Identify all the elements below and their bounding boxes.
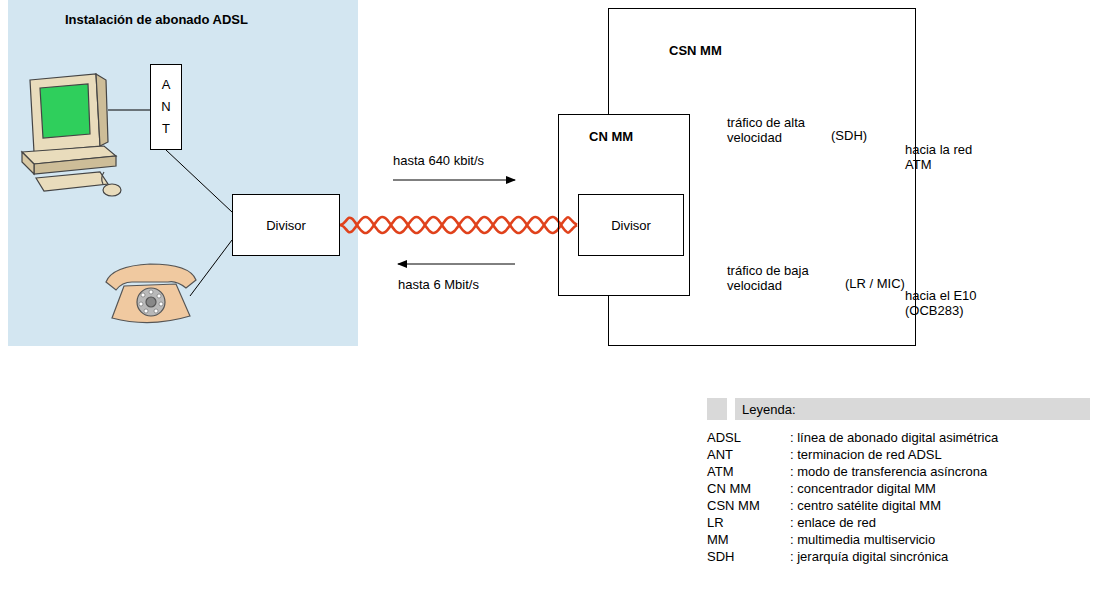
legend-definition: : concentrador digital MM bbox=[790, 481, 936, 496]
legend-definition: : enlace de red bbox=[790, 515, 876, 530]
legend-abbreviation: CN MM bbox=[707, 481, 751, 496]
box-heading: CN MM bbox=[589, 129, 633, 144]
interface-label: (SDH) bbox=[831, 128, 867, 143]
computer-illustration bbox=[22, 74, 121, 196]
box-label: Divisor bbox=[611, 218, 651, 233]
downstream-arrow bbox=[398, 264, 515, 265]
upstream-arrow bbox=[393, 180, 515, 181]
legend-heading: Leyenda: bbox=[742, 402, 796, 417]
box-label: Divisor bbox=[266, 218, 306, 233]
rate-label: hasta 6 Mbit/s bbox=[398, 277, 479, 292]
telephone-illustration bbox=[106, 264, 196, 323]
legend-bar bbox=[735, 398, 1090, 420]
satellite-centre-box: DivisorCN MMCSN MM bbox=[608, 8, 916, 346]
interface-label: (LR / MIC) bbox=[845, 276, 905, 291]
twisted-pair bbox=[340, 217, 577, 233]
legend-definition: : terminacion de red ADSL bbox=[790, 447, 942, 462]
box-heading: CSN MM bbox=[669, 43, 722, 58]
legend-abbreviation: ADSL bbox=[707, 430, 741, 445]
splitter-box: Divisor bbox=[232, 194, 340, 256]
legend-definition: : jerarquía digital sincrónica bbox=[790, 549, 948, 564]
terminal-box: A N T bbox=[150, 64, 182, 150]
legend-definition: : multimedia multiservicio bbox=[790, 532, 935, 547]
traffic-label: tráfico de alta velocidad bbox=[727, 115, 827, 145]
legend-abbreviation: CSN MM bbox=[707, 498, 760, 513]
subscriber-panel-fill bbox=[8, 0, 358, 346]
legend-tab bbox=[707, 398, 727, 420]
destination-label: hacia la red ATM bbox=[905, 142, 985, 172]
destination-label: hacia el E10 (OCB283) bbox=[905, 288, 995, 318]
traffic-label: tráfico de baja velocidad bbox=[727, 263, 827, 293]
legend-abbreviation: SDH bbox=[707, 549, 734, 564]
rate-label: hasta 640 kbit/s bbox=[393, 153, 484, 168]
legend-abbreviation: MM bbox=[707, 532, 729, 547]
telephone-wire bbox=[190, 240, 232, 296]
splitter-box: Divisor bbox=[578, 194, 684, 256]
wire bbox=[166, 150, 232, 212]
site-panel: A N T Divisor Instalación de abonado ADSL bbox=[8, 0, 358, 346]
legend-definition: : línea de abonado digital asimétrica bbox=[790, 430, 998, 445]
concentrator-box: Divisor CN MM bbox=[558, 114, 690, 296]
legend-abbreviation: LR bbox=[707, 515, 724, 530]
legend-abbreviation: ATM bbox=[707, 464, 733, 479]
computer-wire bbox=[108, 110, 150, 111]
legend-abbreviation: ANT bbox=[707, 447, 733, 462]
legend-definition: : centro satélite digital MM bbox=[790, 498, 941, 513]
box-label: A N T bbox=[160, 74, 173, 140]
legend-definition: : modo de transferencia asíncrona bbox=[790, 464, 987, 479]
box-heading: Instalación de abonado ADSL bbox=[65, 12, 248, 27]
